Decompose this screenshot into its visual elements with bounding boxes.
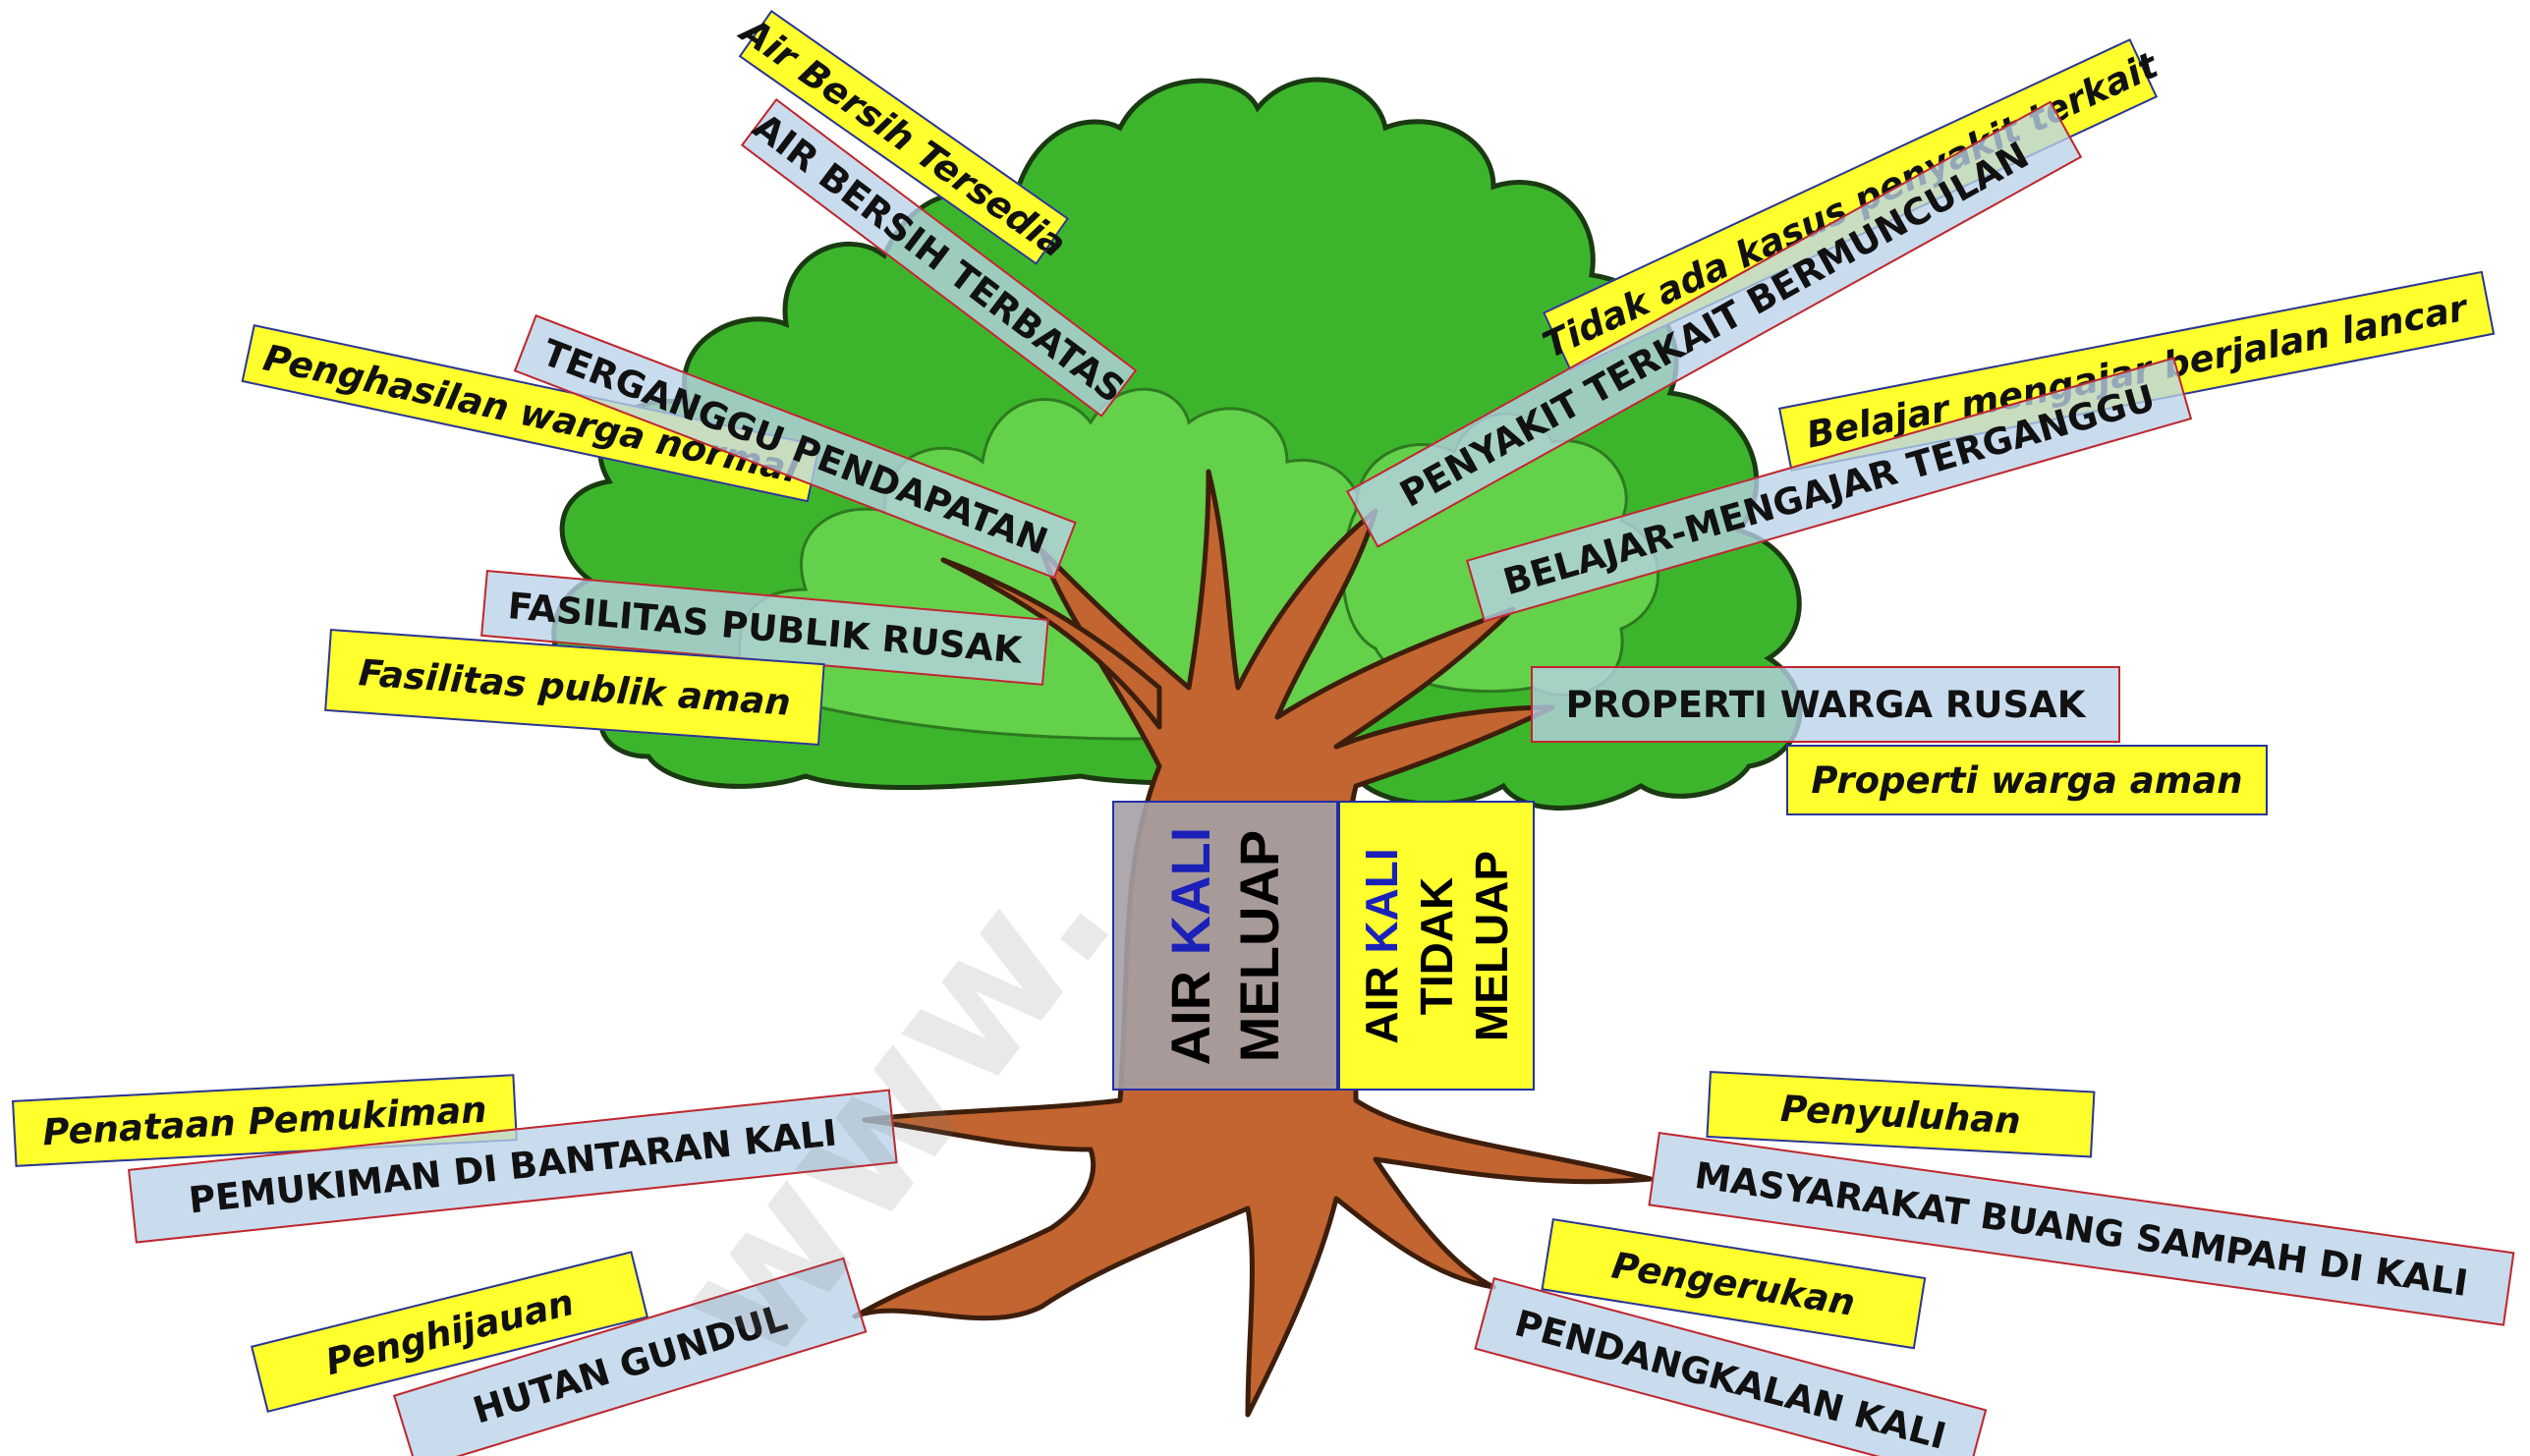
core-solution-line3: MELUAP <box>1466 850 1517 1041</box>
core-problem-line1: AIR KALI <box>1159 826 1221 1065</box>
core-solution-line1: AIR KALI <box>1356 847 1407 1044</box>
core-solution-box: AIR KALI TIDAK MELUAP <box>1338 801 1535 1091</box>
effect-problem-property: PROPERTI WARGA RUSAK <box>1531 666 2120 743</box>
effect-solution-property: Properti warga aman <box>1786 745 2268 815</box>
core-problem-line2: MELUAP <box>1228 829 1290 1062</box>
core-solution-line2: TIDAK <box>1411 876 1462 1015</box>
core-solution-text: AIR KALI TIDAK MELUAP <box>1354 848 1519 1043</box>
core-problem-box: AIR KALI MELUAP <box>1112 801 1338 1091</box>
core-problem-text: AIR KALI MELUAP <box>1156 826 1294 1065</box>
